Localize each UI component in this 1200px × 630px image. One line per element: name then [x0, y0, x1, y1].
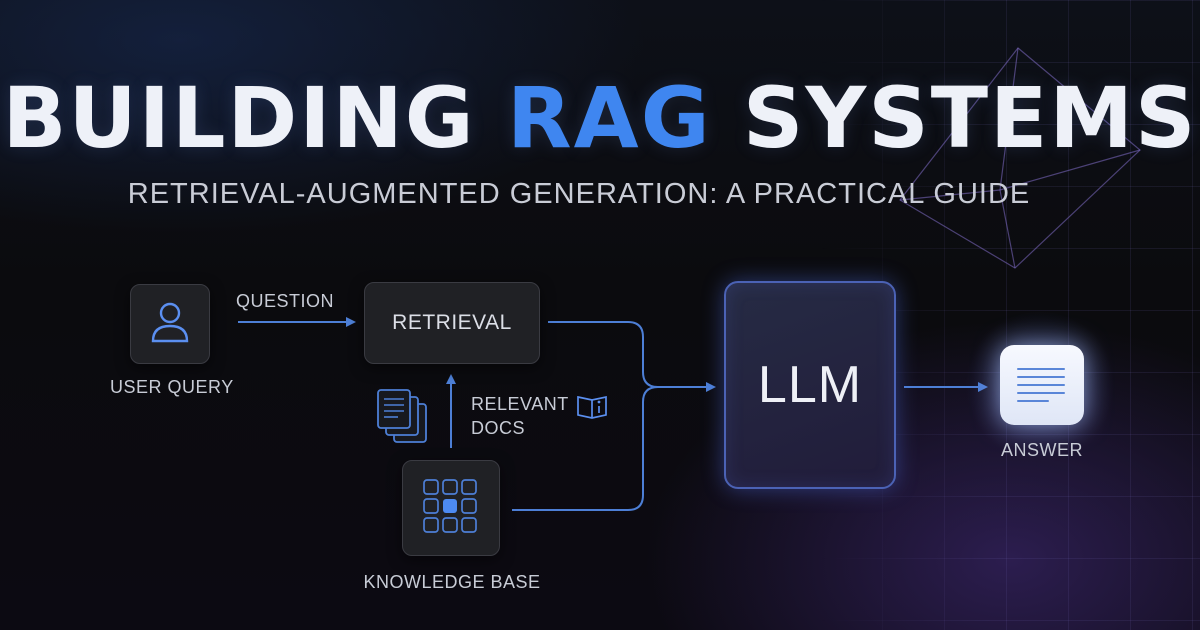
- user-query-node: [130, 284, 210, 364]
- page-title: BUILDING RAG SYSTEMS: [0, 68, 1200, 168]
- title-part-1: BUILDING: [2, 69, 507, 167]
- relevant-docs-label-line-2: DOCS: [471, 418, 526, 438]
- title-accent: RAG: [507, 69, 712, 167]
- knowledge-base-label: KNOWLEDGE BASE: [363, 572, 541, 592]
- page-subtitle: RETRIEVAL-AUGMENTED GENERATION: A PRACTI…: [127, 178, 1031, 210]
- knowledge-base-to-llm-connector: [512, 386, 659, 511]
- answer-label: ANSWER: [1000, 440, 1083, 460]
- retrieval-to-llm-connector: [548, 321, 659, 388]
- user-query-label: USER QUERY: [110, 377, 234, 397]
- llm-label: LLM: [757, 356, 863, 414]
- relevant-docs-label-line-1: RELEVANT: [471, 394, 569, 414]
- retrieval-label: RETRIEVAL: [392, 311, 512, 334]
- question-label: QUESTION: [236, 291, 335, 311]
- retrieval-node: [364, 282, 540, 364]
- llm-node: [724, 281, 896, 489]
- title-part-2: SYSTEMS: [711, 69, 1198, 167]
- knowledge-base-node: [402, 460, 500, 556]
